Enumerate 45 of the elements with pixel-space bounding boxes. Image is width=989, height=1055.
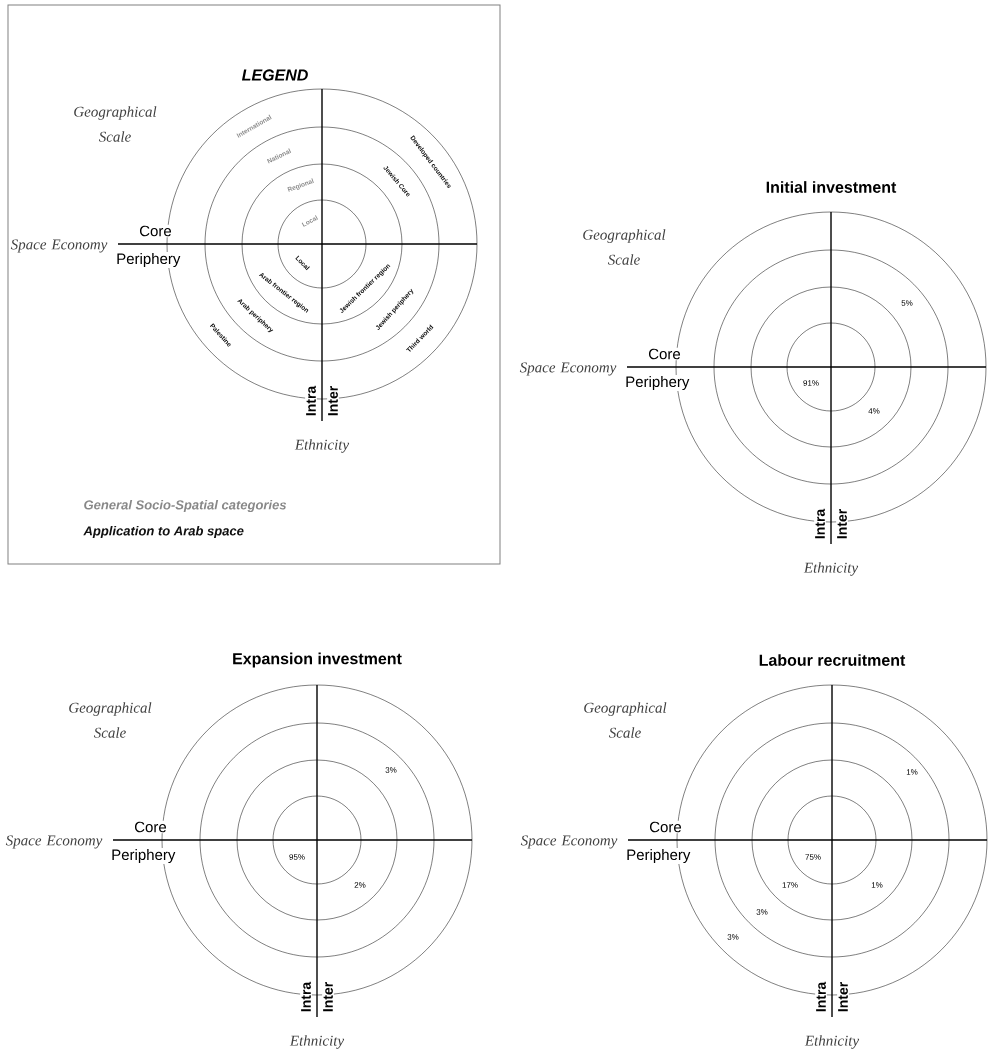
- category-label: Periphery: [115, 252, 182, 268]
- category-label: Intra: [814, 507, 826, 541]
- category-label: Intra: [305, 384, 317, 418]
- category-label: Periphery: [625, 848, 692, 864]
- category-label: Periphery: [110, 848, 177, 864]
- category-label: Inter: [837, 980, 849, 1014]
- percentage-label: 4%: [868, 408, 880, 414]
- axis-label: Geographical Scale: [69, 702, 152, 738]
- category-label: Intra: [815, 980, 827, 1014]
- axis-label: Ethnicity: [289, 1035, 345, 1049]
- axis-label: Geographical Scale: [74, 106, 157, 142]
- percentage-label: 2%: [354, 882, 366, 888]
- percentage-label: 3%: [385, 767, 397, 773]
- axis-label: Ethnicity: [294, 439, 350, 453]
- chart-title: Initial investment: [766, 181, 897, 193]
- percentage-label: 1%: [871, 882, 883, 888]
- legend-entry: Application to Arab space: [83, 525, 244, 539]
- axis-label: Geographical Scale: [583, 229, 666, 265]
- category-label: Intra: [300, 980, 312, 1014]
- category-label: Periphery: [624, 375, 691, 391]
- percentage-label: 3%: [727, 934, 739, 940]
- percentage-label: 17%: [782, 882, 798, 888]
- percentage-label: 5%: [901, 300, 913, 306]
- category-label: Inter: [836, 507, 848, 541]
- axis-label: Space Economy: [5, 835, 103, 849]
- percentage-label: 91%: [803, 380, 819, 386]
- category-label: Core: [133, 820, 168, 834]
- percentage-label: 75%: [805, 854, 821, 860]
- axis-label: Space Economy: [520, 835, 618, 849]
- category-label: Core: [648, 820, 683, 834]
- axis-label: Space Economy: [519, 362, 617, 376]
- percentage-label: 3%: [756, 909, 768, 915]
- chart-title: Labour recruitment: [759, 654, 906, 666]
- axis-label: Space Economy: [10, 239, 108, 253]
- chart-title: Expansion investment: [233, 652, 402, 668]
- legend-entry: General Socio-Spatial categories: [84, 499, 287, 513]
- category-label: Core: [647, 347, 682, 361]
- axis-label: Geographical Scale: [584, 702, 667, 738]
- axis-label: Ethnicity: [803, 562, 859, 576]
- percentage-label: 95%: [289, 854, 305, 860]
- axis-label: Ethnicity: [804, 1035, 860, 1049]
- category-label: Core: [138, 224, 173, 238]
- percentage-label: 1%: [906, 769, 918, 775]
- category-label: Inter: [322, 980, 334, 1014]
- category-label: Inter: [327, 384, 339, 418]
